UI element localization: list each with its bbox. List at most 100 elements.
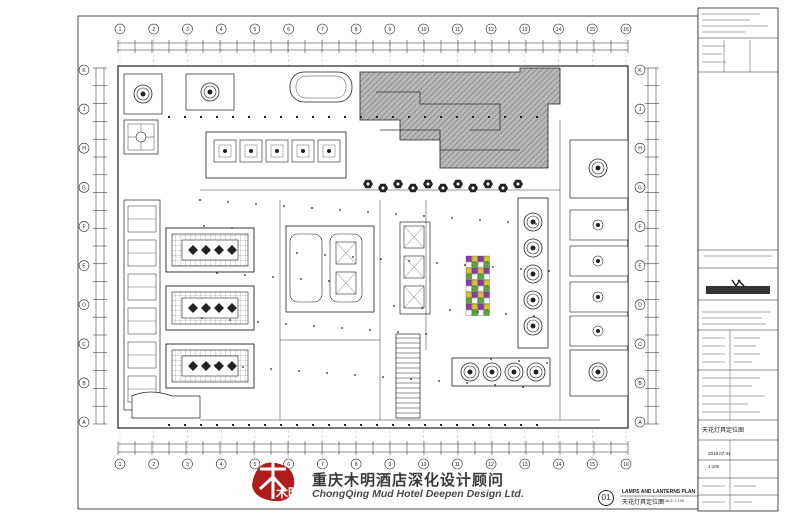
drawing-number: 01 — [598, 490, 614, 506]
row-axis-D: D — [78, 299, 90, 310]
svg-text:8: 8 — [355, 462, 358, 468]
column-axis-11: 11 — [452, 458, 463, 470]
column-axis-10: 10 — [418, 458, 429, 470]
svg-text:3: 3 — [186, 462, 189, 468]
row-axis-H: H — [78, 142, 90, 154]
svg-text:A: A — [638, 420, 642, 426]
svg-text:10: 10 — [421, 462, 427, 468]
row-axis-G: G — [634, 182, 646, 193]
svg-text:F: F — [82, 224, 85, 230]
column-axis-12: 12 — [485, 23, 497, 35]
svg-text:1: 1 — [119, 27, 122, 33]
svg-text:D: D — [638, 303, 642, 309]
row-axes: K K J J H H G G F F E E D D C C B B A A — [78, 64, 646, 428]
row-axis-J: J — [78, 103, 90, 115]
column-axis-3: 3 — [182, 23, 193, 35]
column-axis-2: 2 — [148, 23, 160, 35]
column-axis-4: 4 — [215, 23, 227, 35]
svg-text:10: 10 — [421, 27, 427, 33]
sheet-scale: 1:100 — [708, 464, 720, 469]
row-axis-H: H — [634, 142, 646, 154]
svg-text:13: 13 — [522, 462, 528, 468]
row-axis-J: J — [634, 103, 646, 115]
svg-text:E: E — [82, 264, 86, 270]
column-axis-12: 12 — [485, 458, 497, 470]
row-axis-C: C — [78, 338, 90, 350]
company-name-en: ChongQing Mud Hotel Deepen Design Ltd. — [312, 488, 524, 500]
company-name-cn: 重庆木明酒店深化设计顾问 — [312, 471, 505, 489]
column-axis-13: 13 — [519, 23, 531, 35]
svg-text:16: 16 — [623, 27, 629, 33]
svg-text:B: B — [82, 381, 86, 387]
svg-text:4: 4 — [220, 462, 223, 468]
floor-plan — [117, 65, 629, 429]
column-axis-13: 13 — [519, 458, 531, 470]
svg-text:D: D — [82, 303, 86, 309]
svg-text:12: 12 — [488, 27, 494, 33]
svg-text:K: K — [82, 68, 86, 74]
svg-text:15: 15 — [589, 462, 595, 468]
svg-text:H: H — [638, 146, 642, 152]
column-axis-14: 14 — [553, 458, 564, 470]
column-axis-9: 9 — [384, 458, 396, 470]
firm-logo-icon — [706, 279, 770, 294]
svg-text:5: 5 — [254, 27, 257, 33]
svg-text:J: J — [639, 107, 642, 113]
row-axis-K: K — [634, 64, 646, 76]
svg-text:2: 2 — [152, 462, 155, 468]
drawing-title-cn: 天花灯具定位图 — [622, 500, 665, 506]
svg-text:9: 9 — [388, 462, 391, 468]
svg-text:2: 2 — [152, 27, 155, 33]
svg-text:A: A — [82, 420, 86, 426]
column-axis-15: 15 — [586, 23, 598, 35]
svg-text:13: 13 — [522, 27, 528, 33]
svg-text:J: J — [83, 107, 86, 113]
svg-text:4: 4 — [220, 27, 223, 33]
hatched-atrium — [359, 67, 561, 169]
row-axis-E: E — [634, 260, 646, 271]
svg-text:15: 15 — [589, 27, 595, 33]
column-axis-8: 8 — [350, 458, 362, 470]
column-axis-2: 2 — [148, 458, 160, 470]
row-axis-F: F — [78, 221, 90, 232]
column-axis-3: 3 — [182, 458, 193, 470]
svg-text:K: K — [638, 68, 642, 74]
svg-text:14: 14 — [556, 462, 562, 468]
column-axis-11: 11 — [452, 23, 463, 35]
sheet-date: 2018.07.31 — [708, 451, 731, 456]
row-axis-F: F — [634, 221, 646, 232]
row-axis-E: E — [78, 260, 90, 271]
row-axis-C: C — [634, 338, 646, 350]
svg-text:8: 8 — [355, 27, 358, 33]
column-axes: 1122334455667788991010111112121313141415… — [114, 23, 632, 470]
svg-text:F: F — [638, 224, 641, 230]
row-axis-A: A — [634, 416, 646, 428]
svg-text:B: B — [638, 381, 642, 387]
svg-text:14: 14 — [556, 27, 562, 33]
svg-text:6: 6 — [287, 462, 290, 468]
svg-text:16: 16 — [623, 462, 629, 468]
sheet-name: 天花灯具定位图 — [702, 428, 745, 434]
column-axis-8: 8 — [350, 23, 362, 35]
column-axis-7: 7 — [317, 458, 328, 470]
column-axis-5: 5 — [249, 23, 261, 35]
svg-text:6: 6 — [287, 27, 290, 33]
column-axis-15: 15 — [586, 458, 598, 470]
column-axis-1: 1 — [114, 458, 126, 470]
title-block — [697, 7, 779, 512]
column-axis-16: 16 — [620, 458, 632, 470]
svg-text:H: H — [82, 146, 86, 152]
column-axis-5: 5 — [249, 458, 261, 470]
column-axis-9: 9 — [384, 23, 396, 35]
company-logo: 木明 — [252, 461, 300, 502]
column-axis-7: 7 — [317, 23, 328, 35]
svg-text:C: C — [638, 342, 642, 348]
row-axis-G: G — [78, 182, 90, 193]
column-axis-16: 16 — [620, 23, 632, 35]
svg-text:E: E — [638, 264, 642, 270]
svg-text:12: 12 — [488, 462, 494, 468]
row-axis-A: A — [78, 416, 90, 428]
row-axis-K: K — [78, 64, 90, 76]
drawing-title-en: LAMPS AND LANTERNS PLAN — [622, 489, 696, 495]
